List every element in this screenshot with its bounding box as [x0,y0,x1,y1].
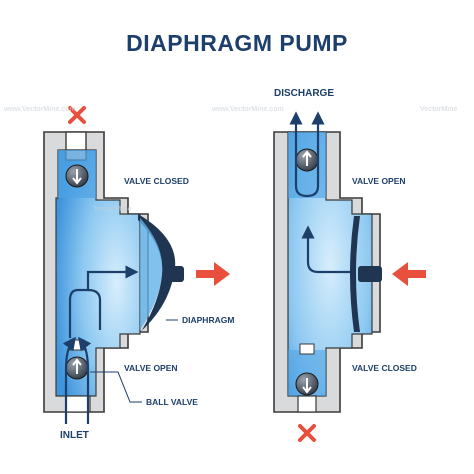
label-leader-lines [90,319,178,403]
left-pump [43,106,230,424]
label-diaphragm: DIAPHRAGM [182,315,235,325]
right-pump [273,111,426,442]
right-blocked-x-icon [298,424,316,442]
left-top-plug [65,131,87,151]
label-valve-open-right: VALVE OPEN [352,176,406,186]
label-ball-valve: BALL VALVE [146,397,198,407]
watermark: www.VectorMine.com [4,106,76,113]
label-valve-open-left: VALVE OPEN [124,363,178,373]
left-diaphragm [138,214,176,334]
right-flow-arrows [289,111,350,274]
label-valve-closed-right: VALVE CLOSED [352,363,417,373]
label-inlet: INLET [60,430,89,441]
right-bottom-ball-arrow-icon [302,378,312,394]
watermark: VectorMine [94,206,132,213]
left-diaphragm-chamber [140,218,163,330]
watermark: www.VectorMine.com [212,106,284,113]
right-pull-arrow-icon [392,262,426,286]
right-diaphragm [350,216,360,332]
label-discharge: DISCHARGE [274,88,335,99]
label-valve-closed-left: VALVE CLOSED [124,176,189,186]
left-diaphragm-rod [170,266,184,282]
right-ball-seat [299,343,315,355]
left-ball-seat [69,339,85,351]
right-bottom-plug [297,395,317,413]
left-push-arrow-icon [196,262,230,286]
left-top-ball-arrow-icon [72,169,82,185]
left-blocked-x-icon [68,106,86,124]
left-bottom-ball-arrow-icon [72,358,82,374]
left-flow-arrows [62,265,139,424]
page-title: DIAPHRAGM PUMP [126,30,348,56]
watermark: VectorMine [420,106,458,113]
right-top-ball-arrow-icon [302,150,312,166]
right-diaphragm-rod [358,266,382,282]
left-inlet-opening [65,395,91,413]
